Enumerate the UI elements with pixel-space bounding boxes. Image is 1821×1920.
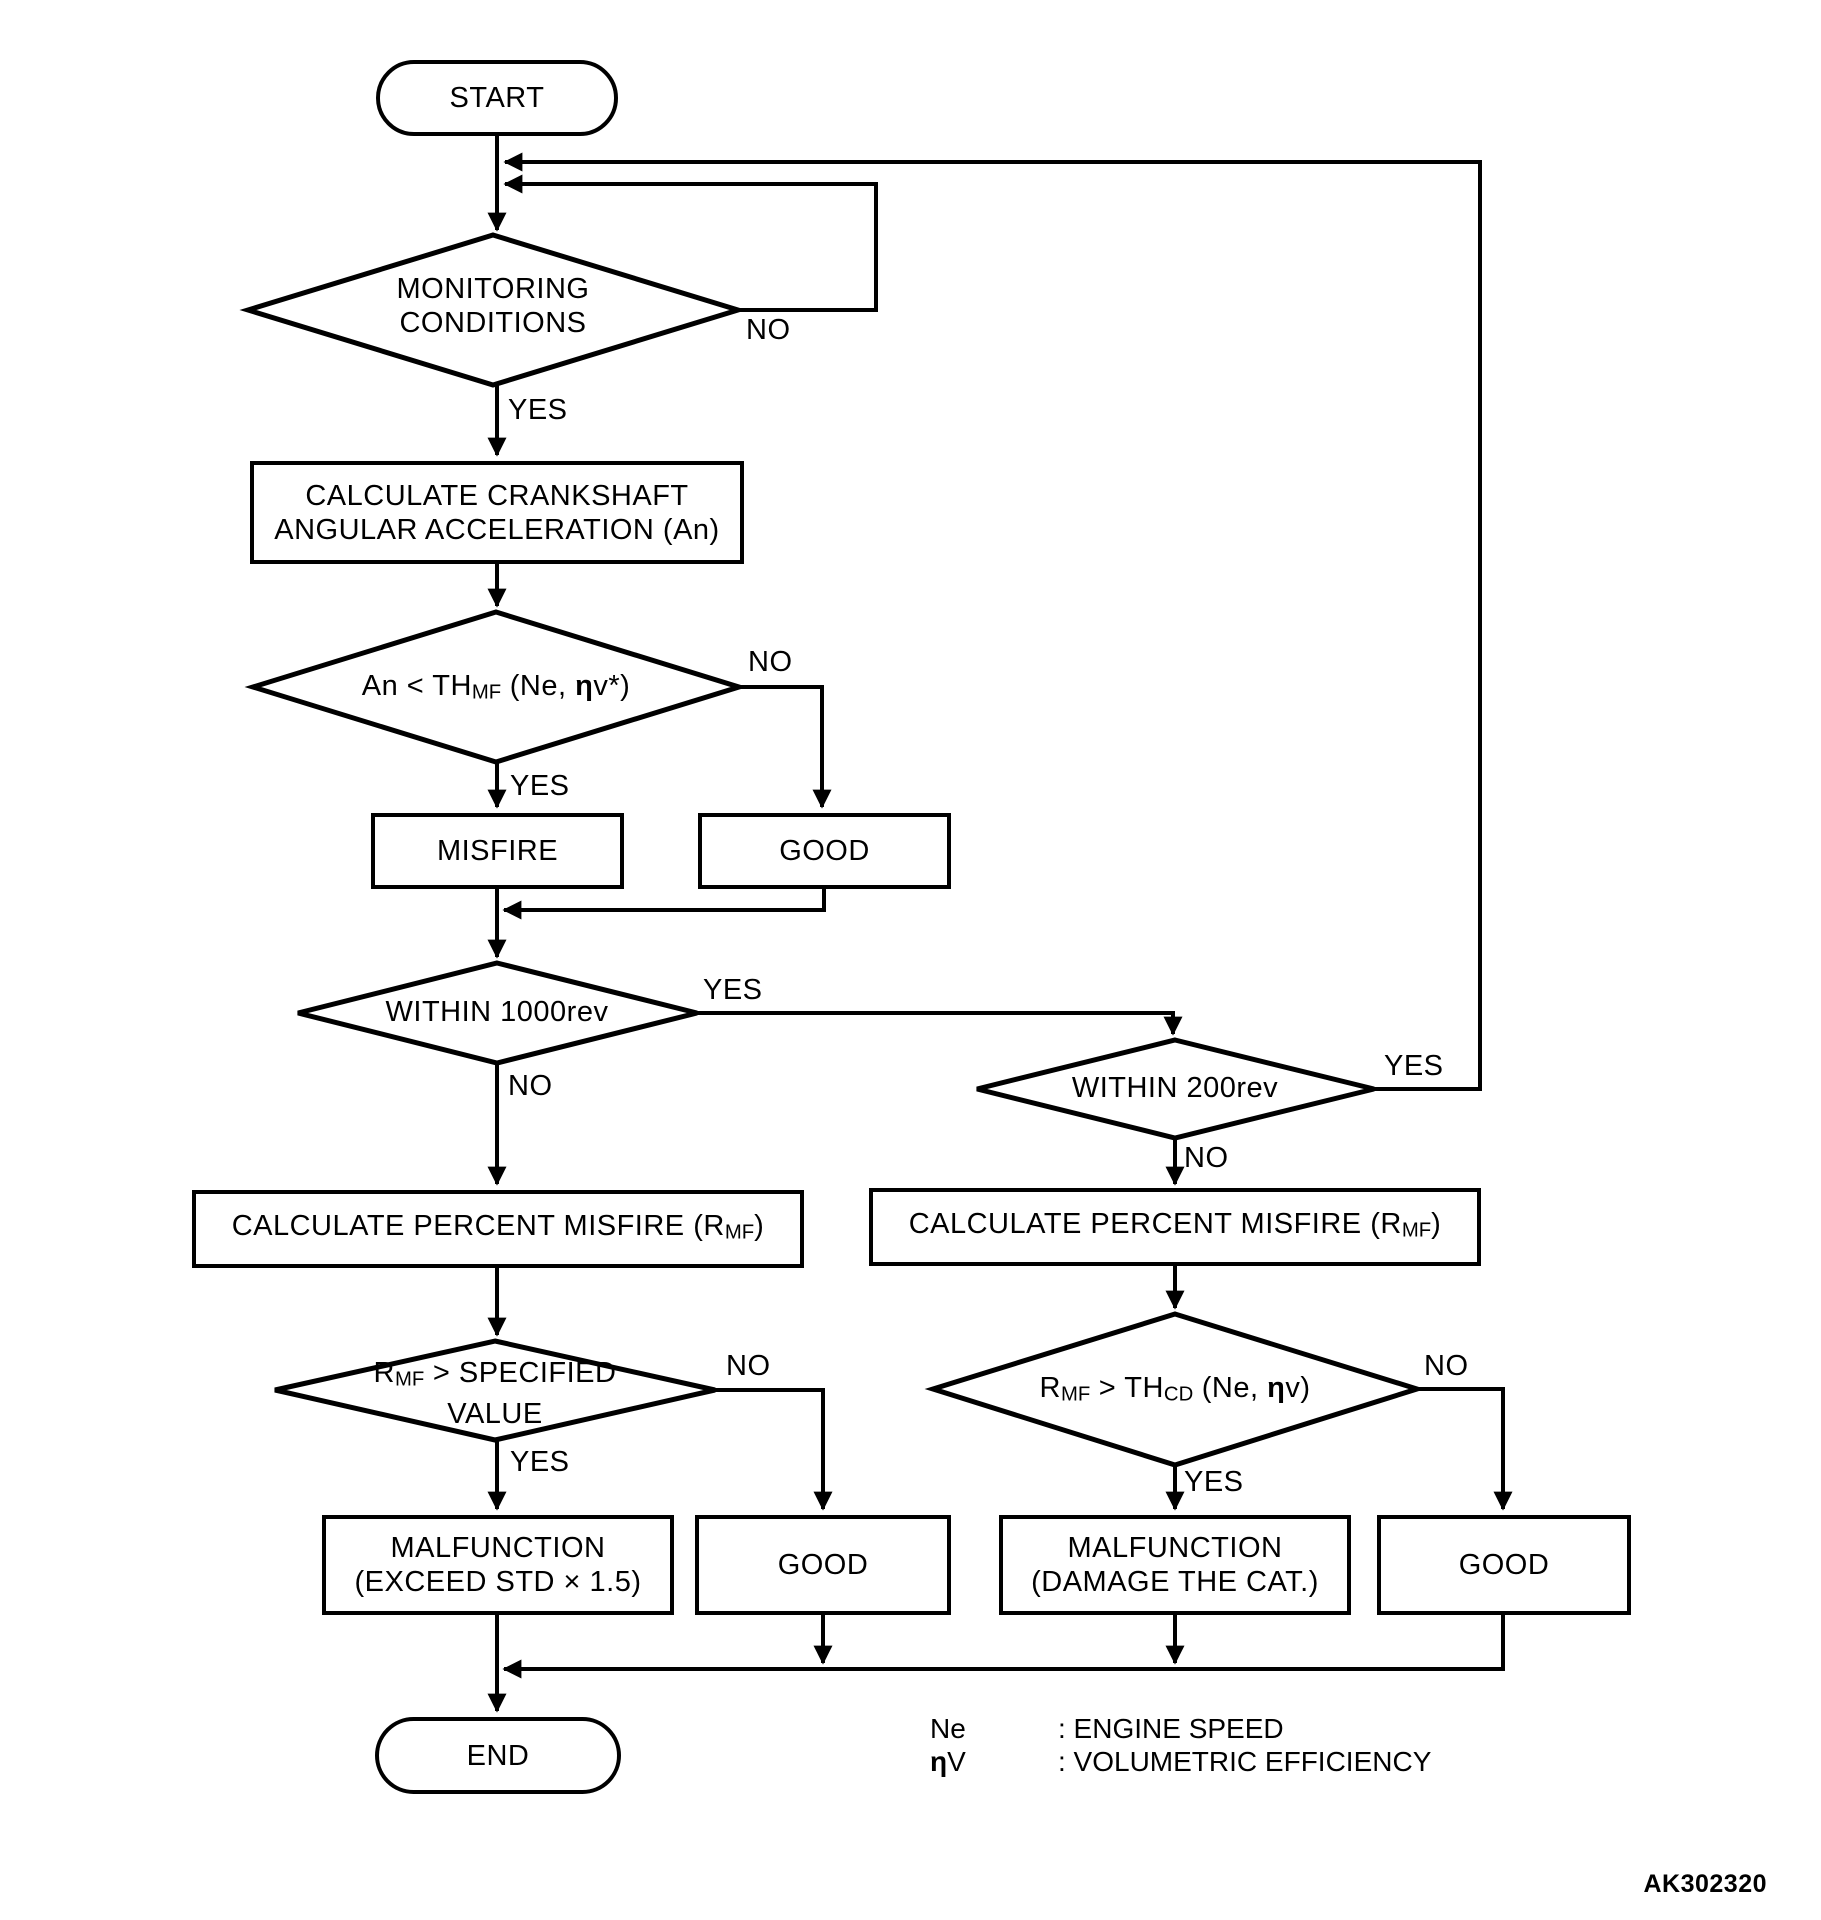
decision-rmf-specified [274, 1338, 716, 1443]
rmf-specified-p2: > SPECIFIED [424, 1357, 617, 1389]
legend-symbol-nv: ηV [930, 1745, 1058, 1778]
rmf-thcd-formula: RMF > THCD (Ne, ηv) [1039, 1371, 1310, 1412]
start-terminal: START [376, 60, 618, 136]
malfunction-left-line1: MALFUNCTION [390, 1532, 606, 1564]
calc-percent-left-sub: MF [724, 1221, 755, 1244]
rmf-thcd-sub1: MF [1060, 1383, 1091, 1406]
good-top-label: GOOD [779, 835, 870, 867]
decision-monitoring-conditions [239, 232, 747, 388]
calc-accel-line1: CALCULATE CRANKSHAFT [305, 479, 689, 512]
an-threshold-p1: An < TH [361, 670, 472, 702]
an-threshold-p3: v*) [593, 670, 631, 702]
label-monitoring-no: NO [746, 314, 791, 346]
misfire-label: MISFIRE [436, 835, 559, 867]
label-monitoring-yes: YES [508, 394, 568, 426]
edge-rmfspec-no-to-good [715, 1388, 833, 1511]
process-calculate-percent-misfire-right: CALCULATE PERCENT MISFIRE (RMF) [869, 1188, 1481, 1266]
legend: Ne : ENGINE SPEED ηV : VOLUMETRIC EFFICI… [930, 1712, 1431, 1778]
good-left-label: GOOD [777, 1549, 869, 1581]
rmf-specified-line2: VALUE [447, 1397, 543, 1430]
rmf-specified-sub: MF [395, 1368, 425, 1391]
decision-rmf-thcd [924, 1311, 1426, 1468]
monitoring-line1: MONITORING [396, 273, 590, 305]
result-good-top: GOOD [698, 813, 951, 889]
rmf-thcd-p4: v) [1285, 1372, 1311, 1404]
label-rmfspec-no: NO [726, 1350, 771, 1382]
label-an-no: NO [748, 646, 793, 678]
figure-code: AK302320 [1643, 1870, 1767, 1898]
monitoring-conditions-text: MONITORING CONDITIONS [293, 272, 693, 340]
edge-within1000-yes [697, 1011, 1183, 1036]
label-within200-yes: YES [1384, 1050, 1444, 1082]
an-threshold-formula: An < THMF (Ne, ηv*) [362, 669, 631, 710]
monitoring-line2: CONDITIONS [399, 307, 587, 339]
legend-desc-engine-speed: : ENGINE SPEED [1058, 1713, 1284, 1744]
rmf-specified-p1: R [373, 1357, 395, 1389]
malfunction-right-line2: (DAMAGE THE CAT.) [1031, 1566, 1319, 1598]
edge-within200-yes-return [503, 152, 1482, 1091]
within-1000rev-label: WITHIN 1000rev [385, 996, 609, 1028]
edge-rmfthcd-no-to-good [1417, 1387, 1513, 1511]
calc-percent-right-p1: CALCULATE PERCENT MISFIRE (R [908, 1207, 1402, 1240]
result-misfire: MISFIRE [371, 813, 624, 889]
within-200rev-text: WITHIN 200rev [985, 1071, 1365, 1105]
rmf-thcd-p1: R [1039, 1372, 1061, 1404]
decision-an-threshold [244, 609, 748, 765]
rmf-thcd-text: RMF > THCD (Ne, ηv) [975, 1371, 1375, 1412]
eta-symbol: η [1267, 1372, 1286, 1404]
label-rmfthcd-yes: YES [1184, 1466, 1244, 1498]
edge-monitoring-no-loop [503, 174, 878, 312]
calc-percent-right-p2: ) [1431, 1207, 1442, 1240]
label-within1000-yes: YES [703, 974, 763, 1006]
legend-desc-volumetric-efficiency: : VOLUMETRIC EFFICIENCY [1058, 1746, 1432, 1777]
good-right-label: GOOD [1458, 1549, 1550, 1581]
eta-symbol: η [930, 1746, 948, 1777]
result-malfunction-right: MALFUNCTION (DAMAGE THE CAT.) [999, 1515, 1351, 1615]
malfunction-left-line2: (EXCEED STD × 1.5) [354, 1566, 642, 1598]
calc-percent-left-p2: ) [754, 1209, 765, 1242]
legend-v: V [947, 1746, 966, 1777]
eta-symbol: η [575, 670, 594, 702]
calc-percent-left-label: CALCULATE PERCENT MISFIRE (RMF) [232, 1209, 765, 1250]
an-threshold-p2: (Ne, [501, 670, 576, 702]
end-terminal: END [375, 1717, 621, 1794]
process-calculate-percent-misfire-left: CALCULATE PERCENT MISFIRE (RMF) [192, 1190, 804, 1268]
calc-percent-left-p1: CALCULATE PERCENT MISFIRE (R [231, 1209, 725, 1242]
label-rmfthcd-no: NO [1424, 1350, 1469, 1382]
edge-good-merge-top [502, 888, 826, 920]
legend-symbol-ne: Ne [930, 1713, 966, 1744]
malfunction-right-line1: MALFUNCTION [1067, 1532, 1283, 1564]
calc-percent-right-sub: MF [1401, 1219, 1432, 1242]
legend-row-ne: Ne : ENGINE SPEED [930, 1712, 1431, 1745]
within-200rev-label: WITHIN 200rev [1071, 1072, 1279, 1104]
edge-an-no-to-good [740, 685, 832, 809]
calc-percent-right-label: CALCULATE PERCENT MISFIRE (RMF) [909, 1207, 1442, 1248]
result-good-right: GOOD [1377, 1515, 1631, 1615]
edge-bottom-merge-rail [502, 1614, 1505, 1679]
label-within200-no: NO [1184, 1142, 1229, 1174]
label-an-yes: YES [510, 770, 570, 802]
label-within1000-no: NO [508, 1070, 553, 1102]
rmf-specified-text: RMF > SPECIFIED VALUE [305, 1356, 685, 1431]
an-threshold-text: An < THMF (Ne, ηv*) [296, 669, 696, 710]
legend-row-nv: ηV : VOLUMETRIC EFFICIENCY [930, 1745, 1431, 1778]
rmf-specified-line1: RMF > SPECIFIED [374, 1356, 617, 1397]
decision-within-200rev [976, 1037, 1375, 1141]
label-rmfspec-yes: YES [510, 1446, 570, 1478]
calc-accel-line2: ANGULAR ACCELERATION (An) [274, 513, 720, 546]
an-threshold-sub: MF [471, 681, 502, 704]
process-calculate-angular-acceleration: CALCULATE CRANKSHAFT ANGULAR ACCELERATIO… [250, 461, 744, 564]
rmf-thcd-p2: > TH [1090, 1372, 1164, 1404]
start-label: START [449, 82, 545, 114]
result-good-left: GOOD [695, 1515, 951, 1615]
rmf-thcd-sub2: CD [1163, 1383, 1194, 1406]
end-label: END [466, 1739, 530, 1772]
decision-within-1000rev [297, 960, 698, 1066]
within-1000rev-text: WITHIN 1000rev [307, 995, 687, 1029]
result-malfunction-left: MALFUNCTION (EXCEED STD × 1.5) [322, 1515, 674, 1615]
rmf-thcd-p3: (Ne, [1193, 1372, 1268, 1404]
